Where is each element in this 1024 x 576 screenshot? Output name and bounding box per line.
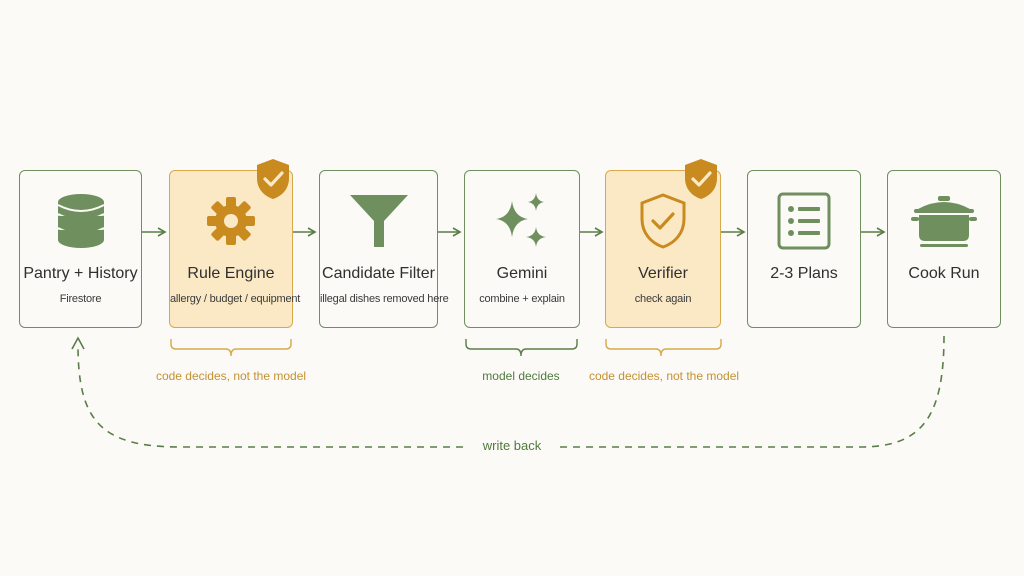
shield-check-badge-icon (683, 158, 719, 205)
gear-icon (170, 191, 292, 251)
shield-check-badge-icon (255, 158, 291, 205)
node-subtitle: check again (634, 293, 692, 305)
caption-rule-engine: code decides, not the model (155, 369, 307, 383)
node-plans: 2-3 Plans (747, 170, 861, 328)
node-cook-run: Cook Run (887, 170, 1001, 328)
brace-verifier (605, 339, 722, 357)
node-title: Rule Engine (187, 265, 275, 282)
node-gemini: Gemini combine + explain (464, 170, 580, 328)
feedback-arrowhead (71, 336, 85, 350)
feedback-loop (77, 335, 945, 448)
funnel-icon (320, 191, 437, 251)
sparkle-icon (465, 191, 579, 251)
node-subtitle: illegal dishes removed here (320, 293, 449, 305)
node-subtitle: Firestore (59, 293, 102, 305)
node-title: Candidate Filter (322, 265, 435, 282)
brace-gemini (465, 339, 578, 357)
database-icon (20, 191, 141, 251)
caption-gemini: model decides (482, 369, 560, 383)
node-title: 2-3 Plans (770, 265, 838, 282)
node-title: Pantry + History (23, 265, 138, 282)
node-subtitle: combine + explain (479, 293, 565, 305)
list-icon (748, 191, 860, 251)
cooking-pot-icon (888, 191, 1000, 251)
node-title: Gemini (496, 265, 548, 282)
shield-check-icon (606, 191, 720, 251)
brace-rule-engine (170, 339, 292, 357)
node-title: Cook Run (908, 265, 980, 282)
node-candidate-filter: Candidate Filter illegal dishes removed … (319, 170, 449, 328)
feedback-label: write back (466, 438, 558, 453)
node-pantry-history: Pantry + History Firestore (19, 170, 142, 328)
node-title: Verifier (638, 265, 688, 282)
node-subtitle: allergy / budget / equipment (170, 293, 301, 305)
caption-verifier: code decides, not the model (588, 369, 740, 383)
